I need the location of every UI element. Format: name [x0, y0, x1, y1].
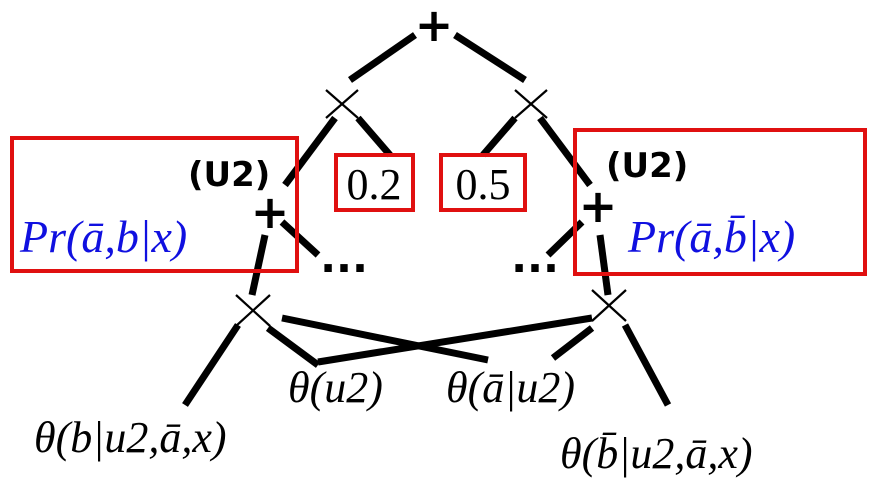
mult-node-bottom-right: [591, 289, 627, 322]
edge-mult-left-to-const: [355, 115, 393, 158]
mult-node-top-left: [325, 89, 359, 119]
edge-right-mult-to-theta-u2: [317, 314, 593, 366]
edge-left-sum-dots: [279, 219, 321, 258]
constant-left: 0.2: [347, 160, 402, 209]
root-sum-node: +: [415, 0, 454, 52]
param-theta-b-given-u2-abar-x: θ(b|u2,ā,x): [34, 413, 227, 462]
edge-root-right: [453, 32, 527, 83]
edge-mult-left-to-sum: [282, 115, 338, 188]
constant-box-left: [334, 153, 415, 212]
ellipsis-right: ...: [511, 233, 559, 282]
subcircuit-tag-right: (U2): [606, 146, 688, 186]
edge-left-mult-to-theta-u2: [265, 325, 321, 368]
edge-right-mult-to-theta-bbar: [621, 323, 672, 407]
edge-mult-right-to-sum: [537, 115, 593, 188]
param-theta-bbar-given-u2-abar-x: θ(b̄|u2,ā,x): [560, 429, 753, 478]
probability-left: Pr(ā,b|x): [19, 211, 187, 262]
subcircuit-box-right: [573, 128, 867, 276]
mult-node-bottom-left: [235, 294, 271, 327]
edge-left-mult-to-theta-abar: [281, 314, 489, 364]
edge-right-sum-down: [596, 234, 612, 296]
constant-box-right: [439, 153, 527, 212]
param-theta-u2: θ(u2): [288, 363, 383, 412]
probability-right: Pr(ā,b̄|x): [627, 211, 795, 262]
subcircuit-box-left: [10, 136, 299, 273]
edge-root-left: [348, 32, 417, 83]
constant-right: 0.5: [456, 160, 511, 209]
edge-right-mult-to-theta-abar: [550, 325, 595, 361]
subcircuit-tag-left: (U2): [188, 155, 270, 195]
edge-left-mult-to-theta-b: [182, 323, 241, 407]
edge-left-sum-down: [248, 234, 269, 296]
mult-node-top-right: [514, 89, 548, 119]
ellipsis-left: ...: [320, 233, 368, 282]
subcircuit-sum-right: +: [579, 179, 618, 233]
circuit-edges: [182, 32, 672, 407]
param-theta-abar-given-u2: θ(ā|u2): [446, 363, 575, 412]
edge-mult-right-to-const: [480, 115, 518, 158]
subcircuit-sum-left: +: [251, 185, 290, 239]
